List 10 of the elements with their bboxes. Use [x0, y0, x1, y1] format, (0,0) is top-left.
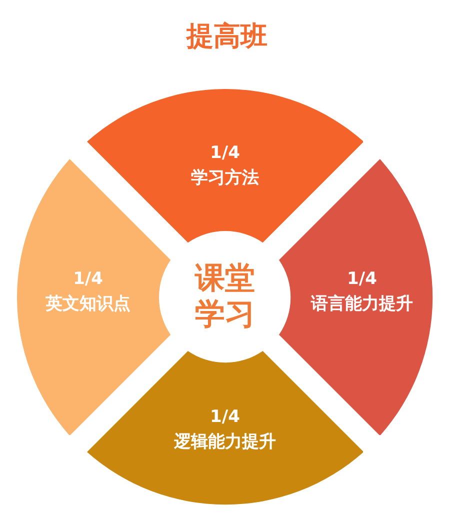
title: 提高班 — [186, 20, 268, 54]
fraction-label: 1/4 — [210, 407, 240, 428]
fraction-label: 1/4 — [347, 269, 377, 290]
segment-label: 语言能力提升 — [310, 294, 413, 315]
segment-label: 学习方法 — [190, 167, 259, 188]
fraction-label: 1/4 — [210, 142, 240, 163]
segment-label: 英文知识点 — [46, 294, 130, 315]
segment-label: 逻辑能力提升 — [174, 432, 276, 453]
center-label: 课堂学习 — [194, 261, 256, 333]
fraction-label: 1/4 — [73, 269, 103, 290]
